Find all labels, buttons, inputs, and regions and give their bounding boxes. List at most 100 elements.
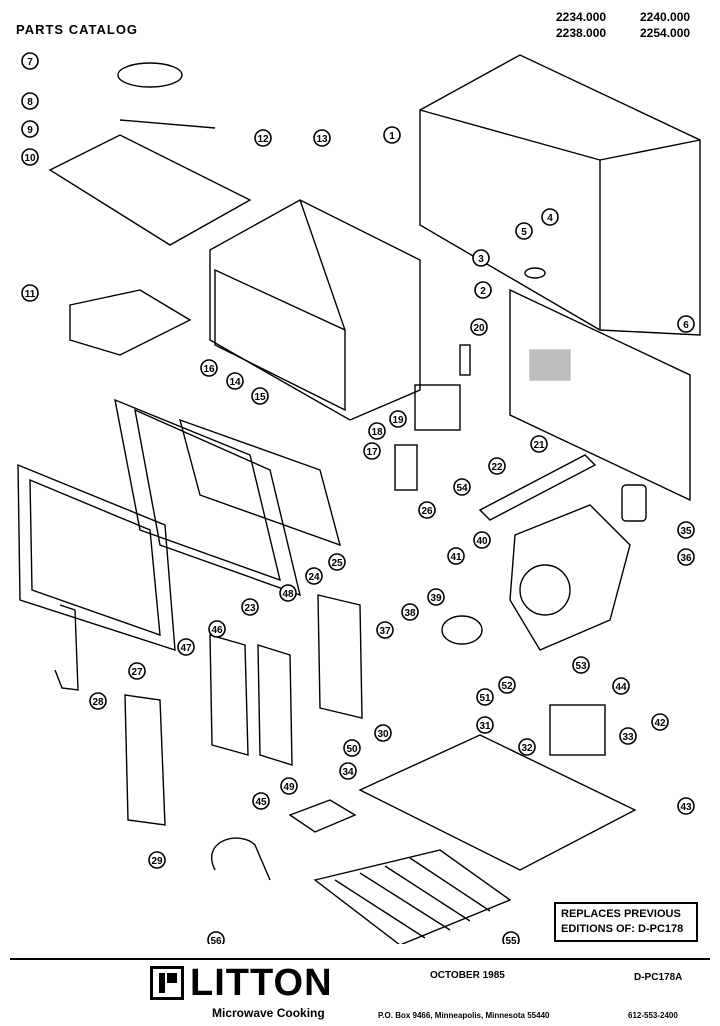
callout-7: 7 (21, 52, 39, 70)
svg-text:51: 51 (479, 693, 491, 704)
svg-text:47: 47 (180, 643, 192, 654)
callouts: 1 2 3 4 5 6 7 8 9 10 11 12 13 14 15 16 1… (21, 52, 695, 944)
callout-28: 28 (89, 692, 107, 710)
callout-55: 55 (502, 931, 520, 944)
svg-text:27: 27 (131, 667, 143, 678)
svg-text:49: 49 (283, 782, 295, 793)
svg-text:21: 21 (533, 440, 545, 451)
relay (394, 444, 418, 491)
svg-text:56: 56 (210, 936, 222, 944)
model-number: 2238.000 (556, 26, 607, 40)
svg-text:30: 30 (377, 729, 389, 740)
svg-text:55: 55 (505, 936, 517, 944)
callout-44: 44 (612, 677, 630, 695)
svg-text:35: 35 (680, 526, 692, 537)
svg-text:29: 29 (151, 856, 163, 867)
callout-16: 16 (200, 359, 218, 377)
callout-37: 37 (376, 621, 394, 639)
callout-51: 51 (476, 688, 494, 706)
svg-text:32: 32 (521, 743, 533, 754)
callout-36: 36 (677, 548, 695, 566)
svg-text:19: 19 (392, 415, 404, 426)
callout-14: 14 (226, 372, 244, 390)
svg-text:4: 4 (547, 213, 553, 224)
svg-text:10: 10 (24, 153, 36, 164)
magnetron (414, 384, 461, 431)
svg-text:14: 14 (229, 377, 241, 388)
svg-text:20: 20 (473, 323, 485, 334)
callout-54: 54 (453, 478, 471, 496)
svg-text:7: 7 (27, 57, 33, 68)
circuit-board (257, 644, 293, 766)
outer-cabinet (419, 54, 701, 336)
callout-27: 27 (128, 662, 146, 680)
model-number: 2234.000 (556, 10, 607, 24)
brand-logo: LITTON (150, 964, 333, 1002)
callout-38: 38 (401, 603, 419, 621)
svg-text:13: 13 (316, 134, 328, 145)
callout-19: 19 (389, 410, 407, 428)
door-frame (114, 398, 281, 582)
svg-text:38: 38 (404, 608, 416, 619)
callout-9: 9 (21, 120, 39, 138)
callout-8: 8 (21, 92, 39, 110)
callout-43: 43 (677, 797, 695, 815)
svg-text:26: 26 (421, 506, 433, 517)
callout-20: 20 (470, 318, 488, 336)
front-door (17, 463, 176, 651)
callout-5: 5 (515, 222, 533, 240)
svg-text:40: 40 (476, 536, 488, 547)
callout-47: 47 (177, 638, 195, 656)
brand-subtitle: Microwave Cooking (212, 1006, 325, 1020)
temperature-probe (211, 837, 271, 881)
baffle-plate (69, 289, 192, 356)
circuit-board (209, 634, 249, 756)
publication-date: OCTOBER 1985 (430, 970, 505, 981)
svg-text:41: 41 (450, 552, 462, 563)
svg-text:31: 31 (479, 721, 491, 732)
thermal-cutout (459, 344, 471, 376)
fuse-block (288, 799, 357, 833)
svg-text:11: 11 (25, 289, 36, 300)
callout-10: 10 (21, 148, 39, 166)
blower-housing (509, 504, 631, 651)
oven-rack (313, 849, 512, 944)
callout-32: 32 (518, 738, 536, 756)
replaces-line-2: EDITIONS OF: D-PC178 (561, 923, 684, 935)
callout-40: 40 (473, 531, 491, 549)
callout-21: 21 (530, 435, 548, 453)
svg-text:1: 1 (389, 131, 395, 142)
callout-35: 35 (677, 521, 695, 539)
callout-46: 46 (208, 620, 226, 638)
control-panel (124, 694, 166, 826)
svg-text:25: 25 (331, 558, 343, 569)
bracket (478, 454, 597, 521)
callout-34: 34 (339, 762, 357, 780)
stirrer-fan (117, 62, 183, 88)
top-plate (48, 134, 252, 246)
callout-15: 15 (251, 387, 269, 405)
replaces-note: REPLACES PREVIOUS EDITIONS OF: D-PC178 (554, 902, 698, 942)
callout-12: 12 (254, 129, 272, 147)
base-plate (358, 734, 637, 871)
svg-text:48: 48 (282, 589, 294, 600)
callout-56: 56 (207, 931, 225, 944)
svg-text:50: 50 (346, 744, 358, 755)
svg-text:3: 3 (478, 254, 484, 265)
model-number: 2240.000 (640, 10, 691, 24)
exploded-parts-diagram: 1 2 3 4 5 6 7 8 9 10 11 12 13 14 15 16 1… (17, 52, 701, 944)
callout-53: 53 (572, 656, 590, 674)
svg-text:6: 6 (683, 320, 689, 331)
door-handle (54, 604, 79, 691)
svg-text:15: 15 (254, 392, 266, 403)
callout-33: 33 (619, 727, 637, 745)
svg-text:16: 16 (203, 364, 215, 375)
callout-41: 41 (447, 547, 465, 565)
document-id: D-PC178A (634, 972, 683, 983)
callout-30: 30 (374, 724, 392, 742)
keypad-assembly (317, 594, 363, 719)
callout-22: 22 (488, 457, 506, 475)
part-drawings (17, 54, 701, 944)
callout-29: 29 (148, 851, 166, 869)
fan-blade (441, 615, 483, 645)
